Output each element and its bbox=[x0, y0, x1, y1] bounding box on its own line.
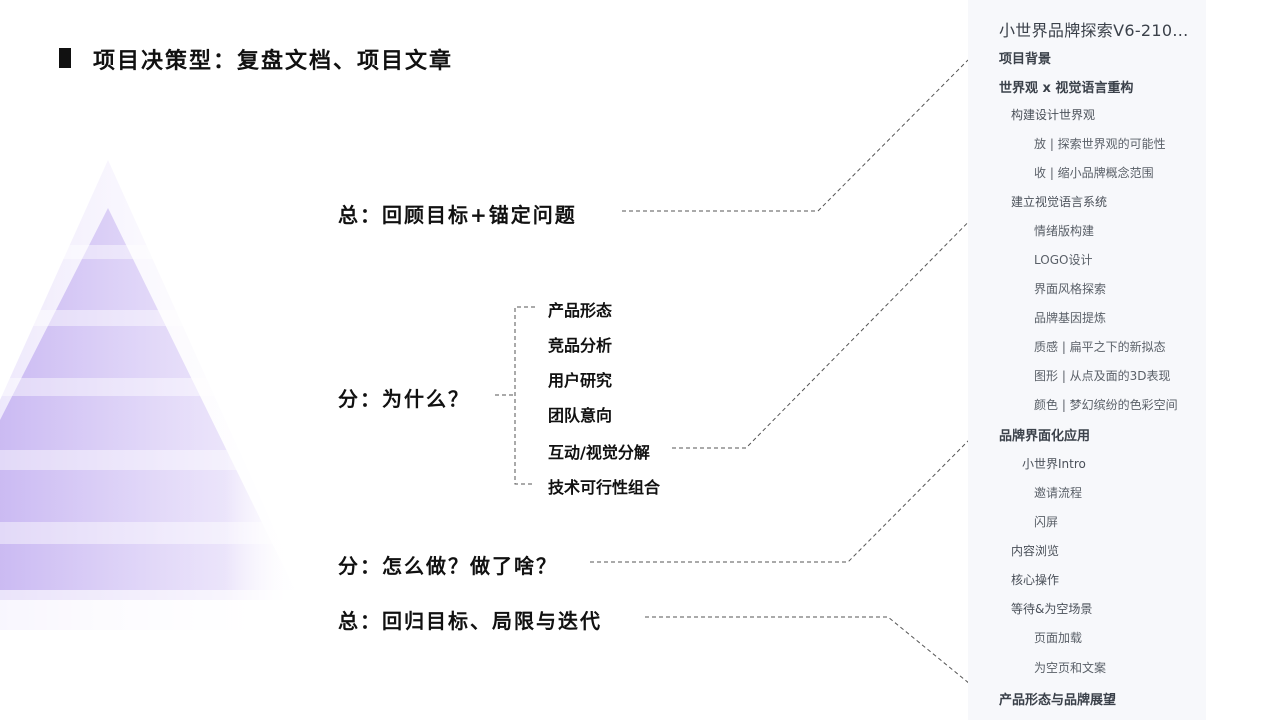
outline-item[interactable]: 核心操作 bbox=[1011, 573, 1060, 587]
connector-sub-bracket bbox=[514, 306, 535, 485]
outline-item[interactable]: 项目背景 bbox=[999, 52, 1052, 67]
outline-item[interactable]: 闪屏 bbox=[1034, 515, 1059, 529]
outline-item[interactable]: 产品形态与品牌展望 bbox=[999, 693, 1117, 708]
outline-item[interactable]: 为空页和文案 bbox=[1034, 661, 1107, 675]
outline-doc-title[interactable]: 小世界品牌探索V6-210... bbox=[999, 21, 1189, 40]
outline-item[interactable]: 情绪版构建 bbox=[1034, 224, 1095, 238]
main-item-why: 分：为什么？ bbox=[338, 387, 470, 411]
outline-item[interactable]: 页面加载 bbox=[1034, 631, 1083, 645]
outline-item[interactable]: LOGO设计 bbox=[1034, 253, 1093, 267]
sub-item-tech-feasibility: 技术可行性组合 bbox=[548, 478, 661, 497]
pyramid-decoration bbox=[0, 160, 320, 640]
outline-item[interactable]: 邀请流程 bbox=[1034, 486, 1083, 500]
outline-item[interactable]: 图形 | 从点及面的3D表现 bbox=[1034, 369, 1171, 383]
document-outline-panel: 小世界品牌探索V6-210... 项目背景 世界观 x 视觉语言重构 构建设计世… bbox=[968, 0, 1206, 720]
outline-item[interactable]: 等待&为空场景 bbox=[1011, 602, 1093, 616]
sub-item-team-intent: 团队意向 bbox=[548, 406, 613, 425]
sub-item-user-research: 用户研究 bbox=[548, 371, 613, 390]
connector-visual-to-system bbox=[672, 199, 991, 449]
outline-item[interactable]: 质感 | 扁平之下的新拟态 bbox=[1034, 340, 1166, 354]
connector-goal-to-background bbox=[622, 59, 969, 212]
sub-item-interaction-visual: 互动/视觉分解 bbox=[548, 443, 650, 462]
outline-item[interactable]: 建立视觉语言系统 bbox=[1011, 195, 1108, 209]
connector-return-to-outlook bbox=[645, 616, 971, 685]
outline-item[interactable]: 放 | 探索世界观的可能性 bbox=[1034, 137, 1166, 151]
main-item-how: 分：怎么做？做了啥？ bbox=[338, 554, 558, 578]
outline-item[interactable]: 颜色 | 梦幻缤纷的色彩空间 bbox=[1034, 398, 1178, 412]
sub-item-competitor-analysis: 竞品分析 bbox=[548, 336, 613, 355]
sub-item-product-form: 产品形态 bbox=[548, 301, 613, 320]
outline-item[interactable]: 界面风格探索 bbox=[1034, 282, 1107, 296]
outline-item[interactable]: 品牌基因提炼 bbox=[1034, 311, 1107, 325]
outline-item[interactable]: 世界观 x 视觉语言重构 bbox=[999, 81, 1134, 96]
outline-item[interactable]: 品牌界面化应用 bbox=[999, 429, 1091, 444]
page-title: 项目决策型：复盘文档、项目文章 bbox=[93, 49, 454, 74]
outline-item[interactable]: 构建设计世界观 bbox=[1011, 108, 1096, 122]
outline-item[interactable]: 内容浏览 bbox=[1011, 544, 1060, 558]
outline-item[interactable]: 小世界Intro bbox=[1022, 457, 1086, 471]
main-item-return-goal: 总：回归目标、局限与迭代 bbox=[338, 609, 602, 633]
title-marker bbox=[59, 48, 71, 68]
outline-item[interactable]: 收 | 缩小品牌概念范围 bbox=[1034, 166, 1154, 180]
main-item-review-goal: 总：回顾目标+锚定问题 bbox=[338, 203, 577, 227]
